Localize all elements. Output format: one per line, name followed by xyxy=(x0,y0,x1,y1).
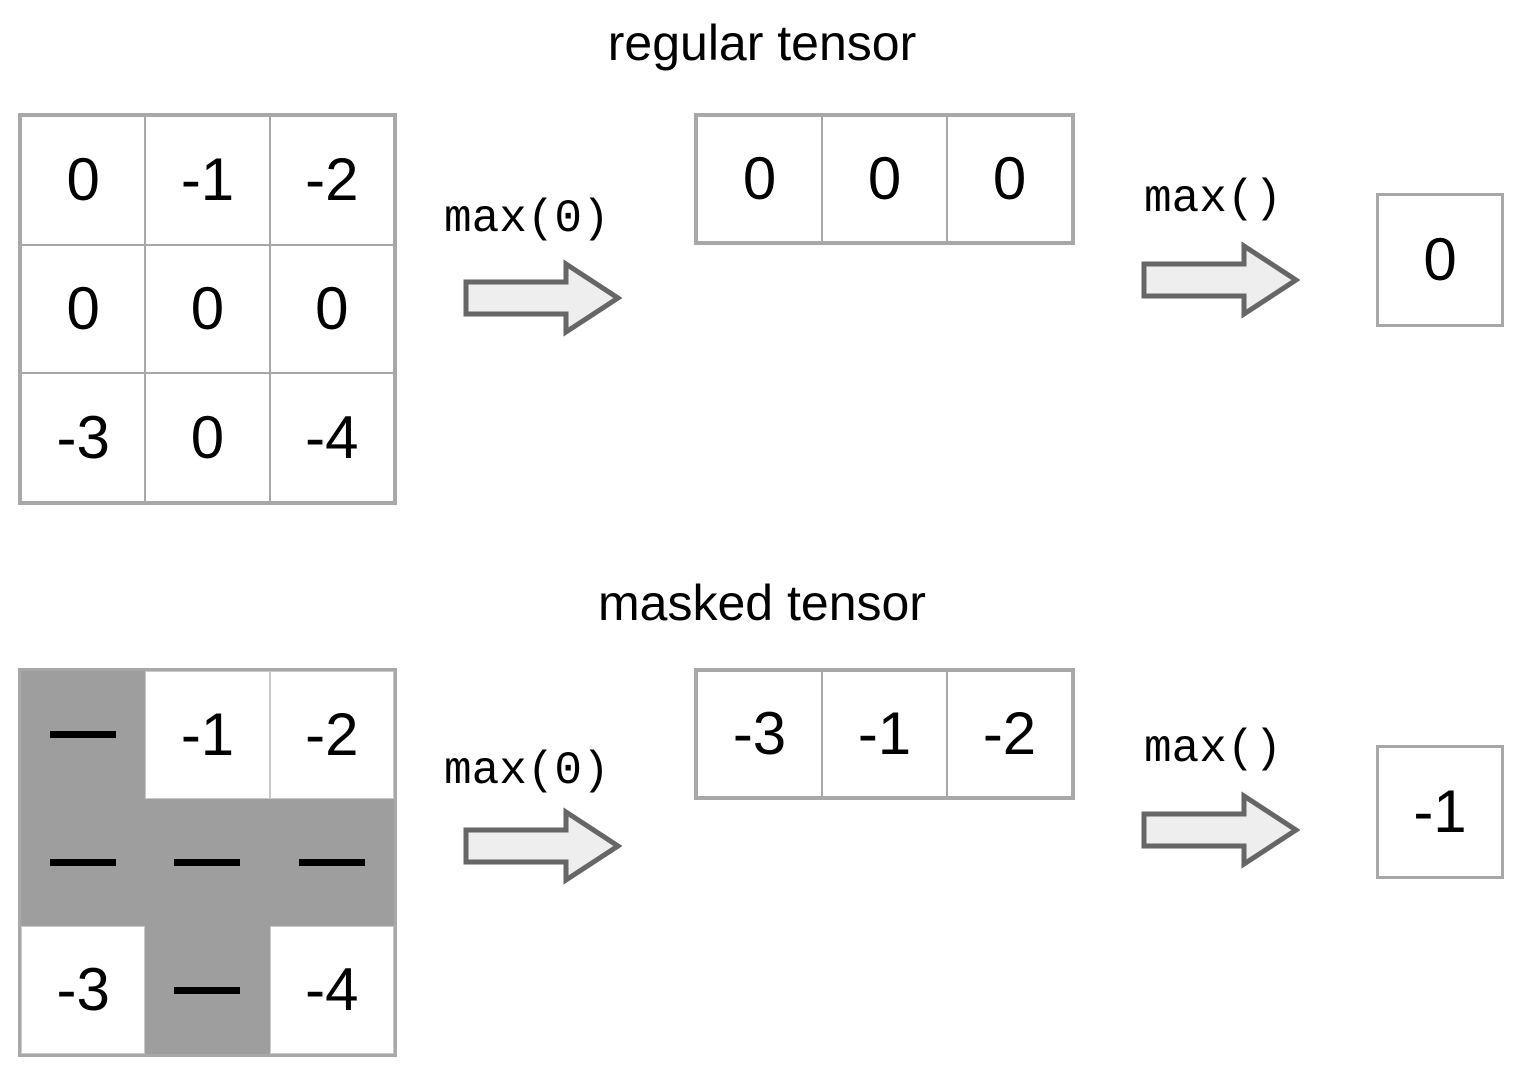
mask-dash-icon xyxy=(174,858,241,866)
row-vector-cell: -1 xyxy=(821,670,948,798)
row-vector-cell: 0 xyxy=(696,115,823,243)
masked-matrix-cell-masked xyxy=(21,799,145,927)
right-block-arrow-icon xyxy=(462,806,623,886)
regular-scalar-result: 0 xyxy=(1376,193,1504,327)
masked-matrix-cell-masked xyxy=(270,799,394,927)
masked-reduce-op-label: max(0) xyxy=(444,745,610,797)
masked-matrix-cell-masked xyxy=(145,926,269,1054)
masked-matrix-cell-masked xyxy=(21,671,145,799)
regular-tensor-title: regular tensor xyxy=(607,15,917,71)
matrix-cell: 0 xyxy=(268,243,395,375)
matrix-cell: 0 xyxy=(20,115,147,246)
masked-scalar-result: -1 xyxy=(1376,745,1504,879)
matrix-cell: -2 xyxy=(268,115,395,246)
masked-matrix-cell: -3 xyxy=(21,926,146,1054)
matrix-cell: -3 xyxy=(20,372,147,503)
right-block-arrow-icon xyxy=(1140,240,1301,320)
regular-input-matrix: 0 -1 -2 0 0 0 -3 0 -4 xyxy=(18,113,397,505)
masked-tensor-title: masked tensor xyxy=(598,575,926,631)
matrix-cell: 0 xyxy=(20,243,147,375)
right-block-arrow-icon xyxy=(462,258,623,338)
mask-dash-icon xyxy=(174,986,241,994)
matrix-cell: -1 xyxy=(144,115,271,246)
masked-reduced-row-vector: -3 -1 -2 xyxy=(694,668,1075,800)
mask-dash-icon xyxy=(50,731,117,739)
masked-matrix-cell: -1 xyxy=(145,671,270,799)
masked-matrix-cell: -2 xyxy=(269,671,394,799)
masked-input-matrix: -1 -2 -3 -4 xyxy=(18,668,397,1057)
row-vector-cell: 0 xyxy=(946,115,1073,243)
row-vector-cell: -2 xyxy=(946,670,1073,798)
mask-dash-icon xyxy=(50,858,117,866)
mask-dash-icon xyxy=(298,858,365,866)
regular-reduced-row-vector: 0 0 0 xyxy=(694,113,1075,245)
regular-max-op-label: max() xyxy=(1144,173,1283,225)
masked-matrix-cell: -4 xyxy=(269,926,394,1054)
row-vector-cell: 0 xyxy=(821,115,948,243)
matrix-cell: 0 xyxy=(144,243,271,375)
matrix-cell: 0 xyxy=(144,372,271,503)
regular-reduce-op-label: max(0) xyxy=(444,193,610,245)
masked-matrix-cell-masked xyxy=(145,799,269,927)
row-vector-cell: -3 xyxy=(696,670,823,798)
right-block-arrow-icon xyxy=(1140,790,1301,870)
masked-max-op-label: max() xyxy=(1144,723,1283,775)
matrix-cell: -4 xyxy=(268,372,395,503)
